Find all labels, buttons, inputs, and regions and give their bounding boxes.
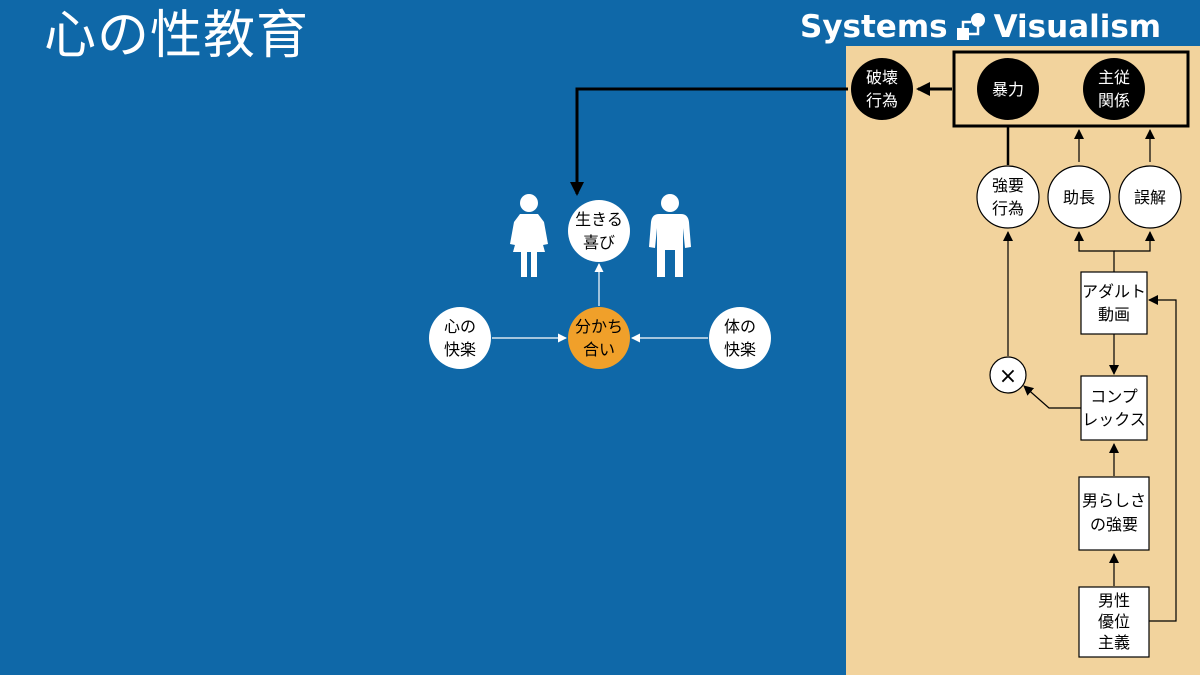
edge-adult-to-misunderstanding: [1114, 231, 1155, 252]
node-body-line1: 体の: [724, 317, 756, 336]
node-mind-line1: 心の: [444, 317, 476, 336]
node-body-line2: 快楽: [724, 340, 756, 359]
node-violence-label: 暴力: [992, 80, 1024, 99]
node-male-supremacy: 男性 優位 主義: [1078, 586, 1150, 658]
node-masculinity-line1: 男らしさ: [1082, 491, 1146, 510]
node-supremacy-line1: 男性: [1098, 591, 1130, 610]
edge-supremacy-to-adult: [1148, 295, 1177, 622]
edge-complex-to-multiply: [1023, 385, 1081, 409]
node-coercion: 強要 行為: [976, 165, 1040, 229]
node-complex-line1: コンプ: [1090, 387, 1138, 406]
node-adult-video: アダルト 動画: [1080, 271, 1148, 335]
node-mind-pleasure: 心の 快楽: [429, 307, 491, 369]
node-supremacy-line2: 優位: [1098, 612, 1130, 631]
node-adult-line2: 動画: [1098, 305, 1130, 324]
brand-right-text: Visualism: [993, 9, 1162, 45]
node-coercion-line2: 行為: [992, 199, 1024, 218]
node-destruction-line1: 破壊: [866, 68, 898, 87]
node-misunderstanding: 誤解: [1118, 165, 1182, 229]
node-supremacy-line3: 主義: [1098, 633, 1130, 652]
brand-left-text: Systems: [800, 9, 948, 45]
node-adult-line1: アダルト: [1082, 282, 1146, 301]
edge-destruction-to-joy: [570, 87, 848, 196]
node-promotion: 助長: [1047, 165, 1111, 229]
multiply-symbol: ×: [999, 364, 1017, 389]
edge-adult-to-promotion: [1074, 231, 1115, 272]
node-coercion-line1: 強要: [992, 176, 1024, 195]
node-masculinity-line2: の強要: [1090, 515, 1138, 534]
node-joy-line2: 喜び: [583, 233, 615, 252]
node-joy: 生きる 喜び: [568, 200, 630, 262]
node-share-line2: 合い: [583, 340, 615, 359]
page-title: 心の性教育: [44, 6, 310, 66]
node-misunderstanding-label: 誤解: [1134, 188, 1166, 207]
node-body-pleasure: 体の 快楽: [709, 307, 771, 369]
node-dominance: 主従 関係: [1083, 58, 1145, 120]
node-complex-line2: レックス: [1082, 410, 1146, 429]
node-share: 分かち 合い: [568, 307, 630, 369]
woman-icon: [510, 194, 548, 277]
node-joy-line1: 生きる: [575, 210, 623, 229]
node-violence: 暴力: [977, 58, 1039, 120]
node-masculinity: 男らしさ の強要: [1078, 476, 1150, 551]
node-mind-line2: 快楽: [444, 340, 476, 359]
node-multiply: ×: [989, 356, 1027, 394]
brand-wordmark: Systems Visualism: [800, 8, 1161, 46]
node-promotion-label: 助長: [1063, 188, 1095, 207]
node-destruction-line2: 行為: [866, 91, 898, 110]
flow-logo-icon: [956, 13, 985, 40]
violence-group-box: [952, 50, 1190, 128]
node-complex: コンプ レックス: [1080, 375, 1148, 441]
node-dominance-line2: 関係: [1098, 91, 1130, 110]
node-destruction: 破壊 行為: [851, 58, 913, 120]
man-icon: [649, 194, 691, 277]
right-panel-background: [846, 46, 1200, 675]
node-dominance-line1: 主従: [1098, 68, 1130, 87]
node-share-line1: 分かち: [575, 317, 623, 336]
